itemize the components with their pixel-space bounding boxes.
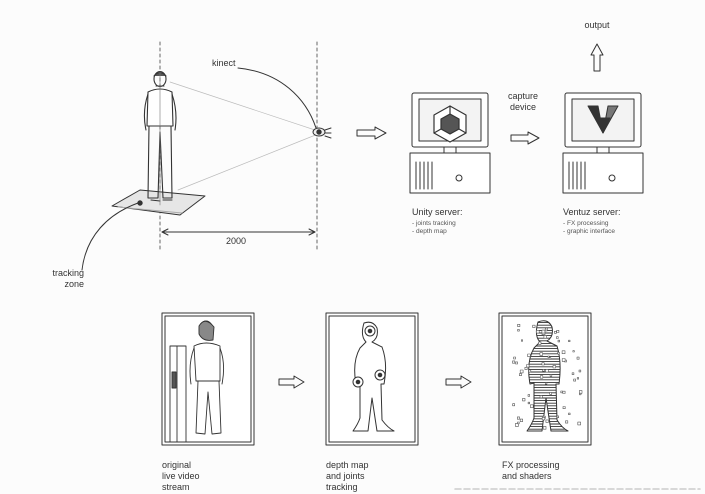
fx-particles xyxy=(512,323,583,430)
video-person-figure xyxy=(189,320,225,435)
fx-particle xyxy=(538,341,542,345)
fx-particle xyxy=(557,351,560,355)
fx-particle xyxy=(542,369,545,372)
fx-particle xyxy=(539,395,543,399)
fx-particle xyxy=(515,361,518,365)
output-label: output xyxy=(584,20,610,30)
ventuz-logo-icon xyxy=(587,105,619,134)
tracking-zone-label: tracking zone xyxy=(52,268,84,289)
kinect-arc xyxy=(237,67,317,129)
fx-particle xyxy=(568,412,571,416)
fx-particle xyxy=(579,392,582,396)
fx-particle xyxy=(562,406,566,410)
fx-particle xyxy=(524,366,528,370)
fx-particle xyxy=(526,364,530,368)
distance-dimension xyxy=(161,228,316,236)
ventuz-server-items: - FX processing - graphic interface xyxy=(563,220,616,235)
fx-particle xyxy=(578,390,583,394)
dashed-guide-lines xyxy=(159,41,318,251)
fx-particle xyxy=(522,398,526,402)
fx-particle xyxy=(549,392,553,395)
capture-device-label: capture device xyxy=(507,91,539,112)
video-door-frame xyxy=(169,345,187,443)
fx-particle xyxy=(517,323,521,327)
fx-particle xyxy=(528,369,532,373)
joint-markers xyxy=(352,325,386,388)
fx-particle xyxy=(519,418,524,422)
fx-particle xyxy=(556,415,560,418)
fx-particle xyxy=(561,358,566,362)
pipeline-caption-fx: FX processing and shaders xyxy=(502,460,560,481)
unity-server-items: - joints tracking - depth map xyxy=(412,220,456,235)
tracking-platform xyxy=(111,189,206,216)
fx-particle xyxy=(515,423,519,427)
fx-particle xyxy=(519,373,522,377)
fx-particle xyxy=(532,324,536,328)
kinect-sensor-icon xyxy=(312,127,332,139)
unity-logo-icon xyxy=(433,105,467,143)
fx-particle xyxy=(544,382,548,385)
fx-particle xyxy=(572,350,575,353)
fx-particle xyxy=(512,403,515,407)
fx-particle xyxy=(517,329,520,332)
fx-particle xyxy=(544,328,548,332)
fx-particle xyxy=(557,339,561,343)
distance-label: 2000 xyxy=(226,236,247,246)
fx-particle xyxy=(576,356,580,360)
fx-particle xyxy=(547,355,550,358)
tracking-zone-leader xyxy=(81,202,139,271)
pipeline-arrow-1 xyxy=(278,375,305,389)
fx-particle xyxy=(562,390,566,394)
fx-particle xyxy=(512,360,516,364)
pipeline-arrow-2 xyxy=(445,375,472,389)
fx-particle xyxy=(516,416,520,420)
fx-particle xyxy=(577,421,581,426)
arrow-to-unity xyxy=(356,126,387,140)
fx-particle xyxy=(560,390,563,394)
fx-particle xyxy=(545,369,549,373)
arrow-to-ventuz xyxy=(510,131,540,145)
arrow-to-output xyxy=(590,43,604,72)
fx-particle xyxy=(542,426,547,430)
depth-silhouette xyxy=(352,321,395,432)
fx-particle xyxy=(517,421,520,425)
fx-particle xyxy=(541,362,545,366)
pipeline-caption-video: original live video stream xyxy=(162,460,200,492)
fx-particle xyxy=(565,420,569,424)
fx-particle xyxy=(568,339,571,343)
fx-particle xyxy=(571,372,575,375)
fx-particle xyxy=(556,336,559,339)
fx-particle xyxy=(545,419,549,423)
fx-particle xyxy=(527,401,530,405)
fx-particle xyxy=(543,335,547,339)
fx-particle xyxy=(573,378,576,382)
fx-particle xyxy=(541,329,546,334)
ventuz-server-title: Ventuz server: xyxy=(563,207,621,217)
fx-particle xyxy=(520,339,523,342)
fx-particle xyxy=(548,357,552,360)
fx-particle xyxy=(541,416,546,421)
kinect-label: kinect xyxy=(212,58,236,68)
pipeline-caption-depth: depth map and joints tracking xyxy=(326,460,369,492)
fx-particle xyxy=(539,352,543,356)
fx-particle xyxy=(539,375,544,379)
fx-particle xyxy=(513,356,516,360)
kinect-field-of-view xyxy=(169,81,319,191)
fx-particle xyxy=(527,394,531,397)
fx-particle xyxy=(552,365,556,369)
fx-particle xyxy=(576,377,580,380)
fx-particle xyxy=(556,329,560,333)
fx-particle xyxy=(519,369,524,374)
fx-particle xyxy=(554,330,557,334)
fx-particle xyxy=(561,350,566,354)
fx-particle xyxy=(530,404,534,408)
unity-server-title: Unity server: xyxy=(412,207,463,217)
fx-particle xyxy=(536,329,540,334)
ventuz-server-computer xyxy=(562,92,644,194)
fx-particle xyxy=(578,369,582,373)
fx-particle xyxy=(527,353,531,358)
fx-particle xyxy=(549,374,553,377)
